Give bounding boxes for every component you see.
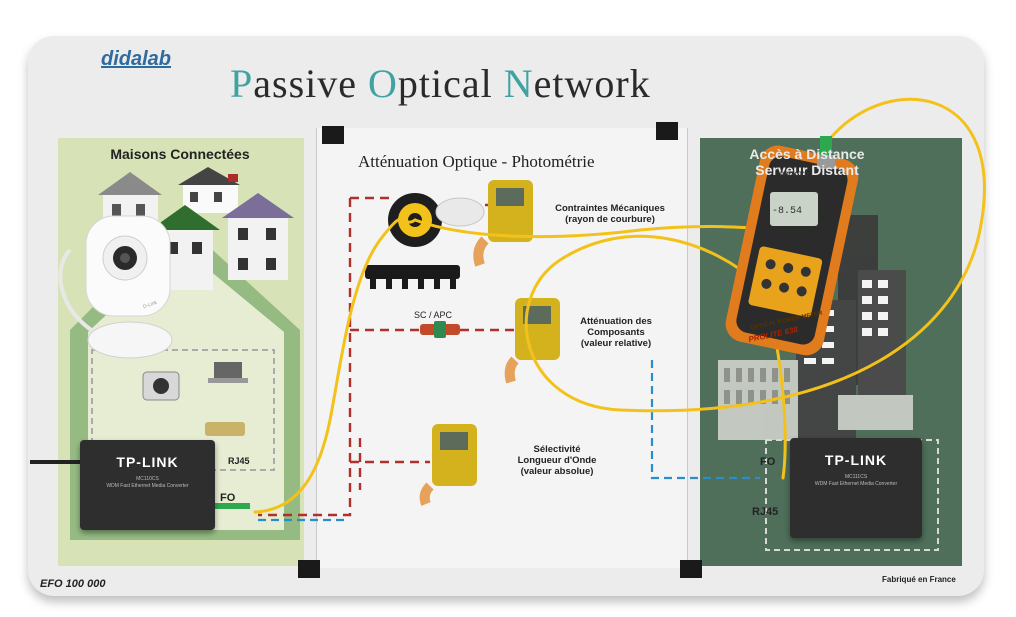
mechanical-constraints-label: Contraintes Mécaniques (rayon de courbur… <box>542 203 678 225</box>
component-attenuation-line2: Composants <box>587 327 645 338</box>
media-converter-right-model-id: MC111CS <box>844 474 868 480</box>
hand-shape-3 <box>419 482 434 506</box>
router-icon <box>205 422 245 436</box>
ip-camera-icon <box>142 371 180 401</box>
photometry-title: Atténuation Optique - Photométrie <box>358 152 595 171</box>
media-converter-right-model: MC111CS WDM Fast Ethernet Media Converte… <box>790 474 922 488</box>
laptop-icon <box>208 362 248 383</box>
media-converter-right-desc: WDM Fast Ethernet Media Converter <box>814 481 898 487</box>
media-converter-right: TP-LINK MC111CS WDM Fast Ethernet Media … <box>790 438 922 538</box>
media-converter-left-model: MC110CS WDM Fast Ethernet Media Converte… <box>80 476 215 490</box>
right-fo-label: FO <box>760 456 776 468</box>
webcam-icon <box>58 215 173 359</box>
title-o-rest: ptical <box>397 61 504 106</box>
didalab-logo: didalab <box>101 48 172 70</box>
building-icons <box>718 215 913 440</box>
board-reference: EFO 100 000 <box>40 578 106 590</box>
left-fo-label: FO <box>220 492 236 504</box>
handheld-meter-icon-3 <box>432 424 477 486</box>
remote-access-title-line1: Accès à Distance <box>749 146 865 162</box>
house-icon-2 <box>178 167 240 213</box>
handheld-meter-icon-1 <box>488 180 533 242</box>
hand-shape-1 <box>473 236 489 267</box>
wavelength-selectivity-line2: Longueur d'Onde <box>517 455 597 466</box>
wavelength-selectivity-label: Sélectivité Longueur d'Onde (valeur abso… <box>502 444 612 477</box>
remote-access-title-line2: Serveur Distant <box>755 162 859 178</box>
media-converter-left-brand: TP-LINK <box>116 454 179 470</box>
component-attenuation-label: Atténuation des Composants (valeur relat… <box>568 316 664 349</box>
mechanical-constraints-line1: Contraintes Mécaniques <box>555 203 665 214</box>
title-o: O <box>368 61 398 106</box>
media-converter-right-brand: TP-LINK <box>824 452 888 468</box>
bend-clamp-icon <box>365 265 460 289</box>
page-title: Passive Optical Network <box>230 60 651 107</box>
power-meter-reading: -8.54 <box>772 206 803 217</box>
component-attenuation-line3: (valeur relative) <box>580 338 652 349</box>
sc-apc-connector-icon <box>420 321 460 338</box>
wavelength-selectivity-line3: (valeur absolue) <box>520 466 594 477</box>
title-n: N <box>503 61 534 106</box>
meter-adapter-shape <box>817 155 835 169</box>
house-icon-3 <box>222 193 294 280</box>
power-meter-screen <box>770 192 818 226</box>
connected-homes-title: Maisons Connectées <box>110 146 250 162</box>
mechanical-constraints-line2: (rayon de courbure) <box>565 214 655 225</box>
fiber-clip-shape <box>435 197 485 227</box>
made-in-france: Fabriqué en France <box>882 575 956 584</box>
component-attenuation-line1: Atténuation des <box>580 316 652 327</box>
left-rj45-label: RJ45 <box>228 456 250 466</box>
blue-dashed-paths <box>258 360 760 522</box>
title-p: P <box>230 61 254 106</box>
remote-access-title: Accès à Distance Serveur Distant <box>722 146 892 178</box>
hand-shape-2 <box>504 356 519 384</box>
power-meter-brand: PROKIT'S <box>780 172 809 178</box>
media-converter-left-model-id: MC110CS <box>136 476 159 482</box>
media-converter-left: TP-LINK MC110CS WDM Fast Ethernet Media … <box>80 440 215 530</box>
optical-power-meter-device <box>725 145 859 356</box>
media-converter-left-desc: WDM Fast Ethernet Media Converter <box>106 483 189 489</box>
wavelength-selectivity-line1: Sélectivité <box>533 444 581 455</box>
sc-apc-label: SC / APC <box>414 310 453 320</box>
board-clamps <box>298 122 702 578</box>
right-rj45-label: RJ45 <box>752 506 779 518</box>
handheld-meter-icon-2 <box>515 298 560 360</box>
title-p-rest: assive <box>253 61 369 106</box>
title-n-rest: etwork <box>533 61 651 106</box>
